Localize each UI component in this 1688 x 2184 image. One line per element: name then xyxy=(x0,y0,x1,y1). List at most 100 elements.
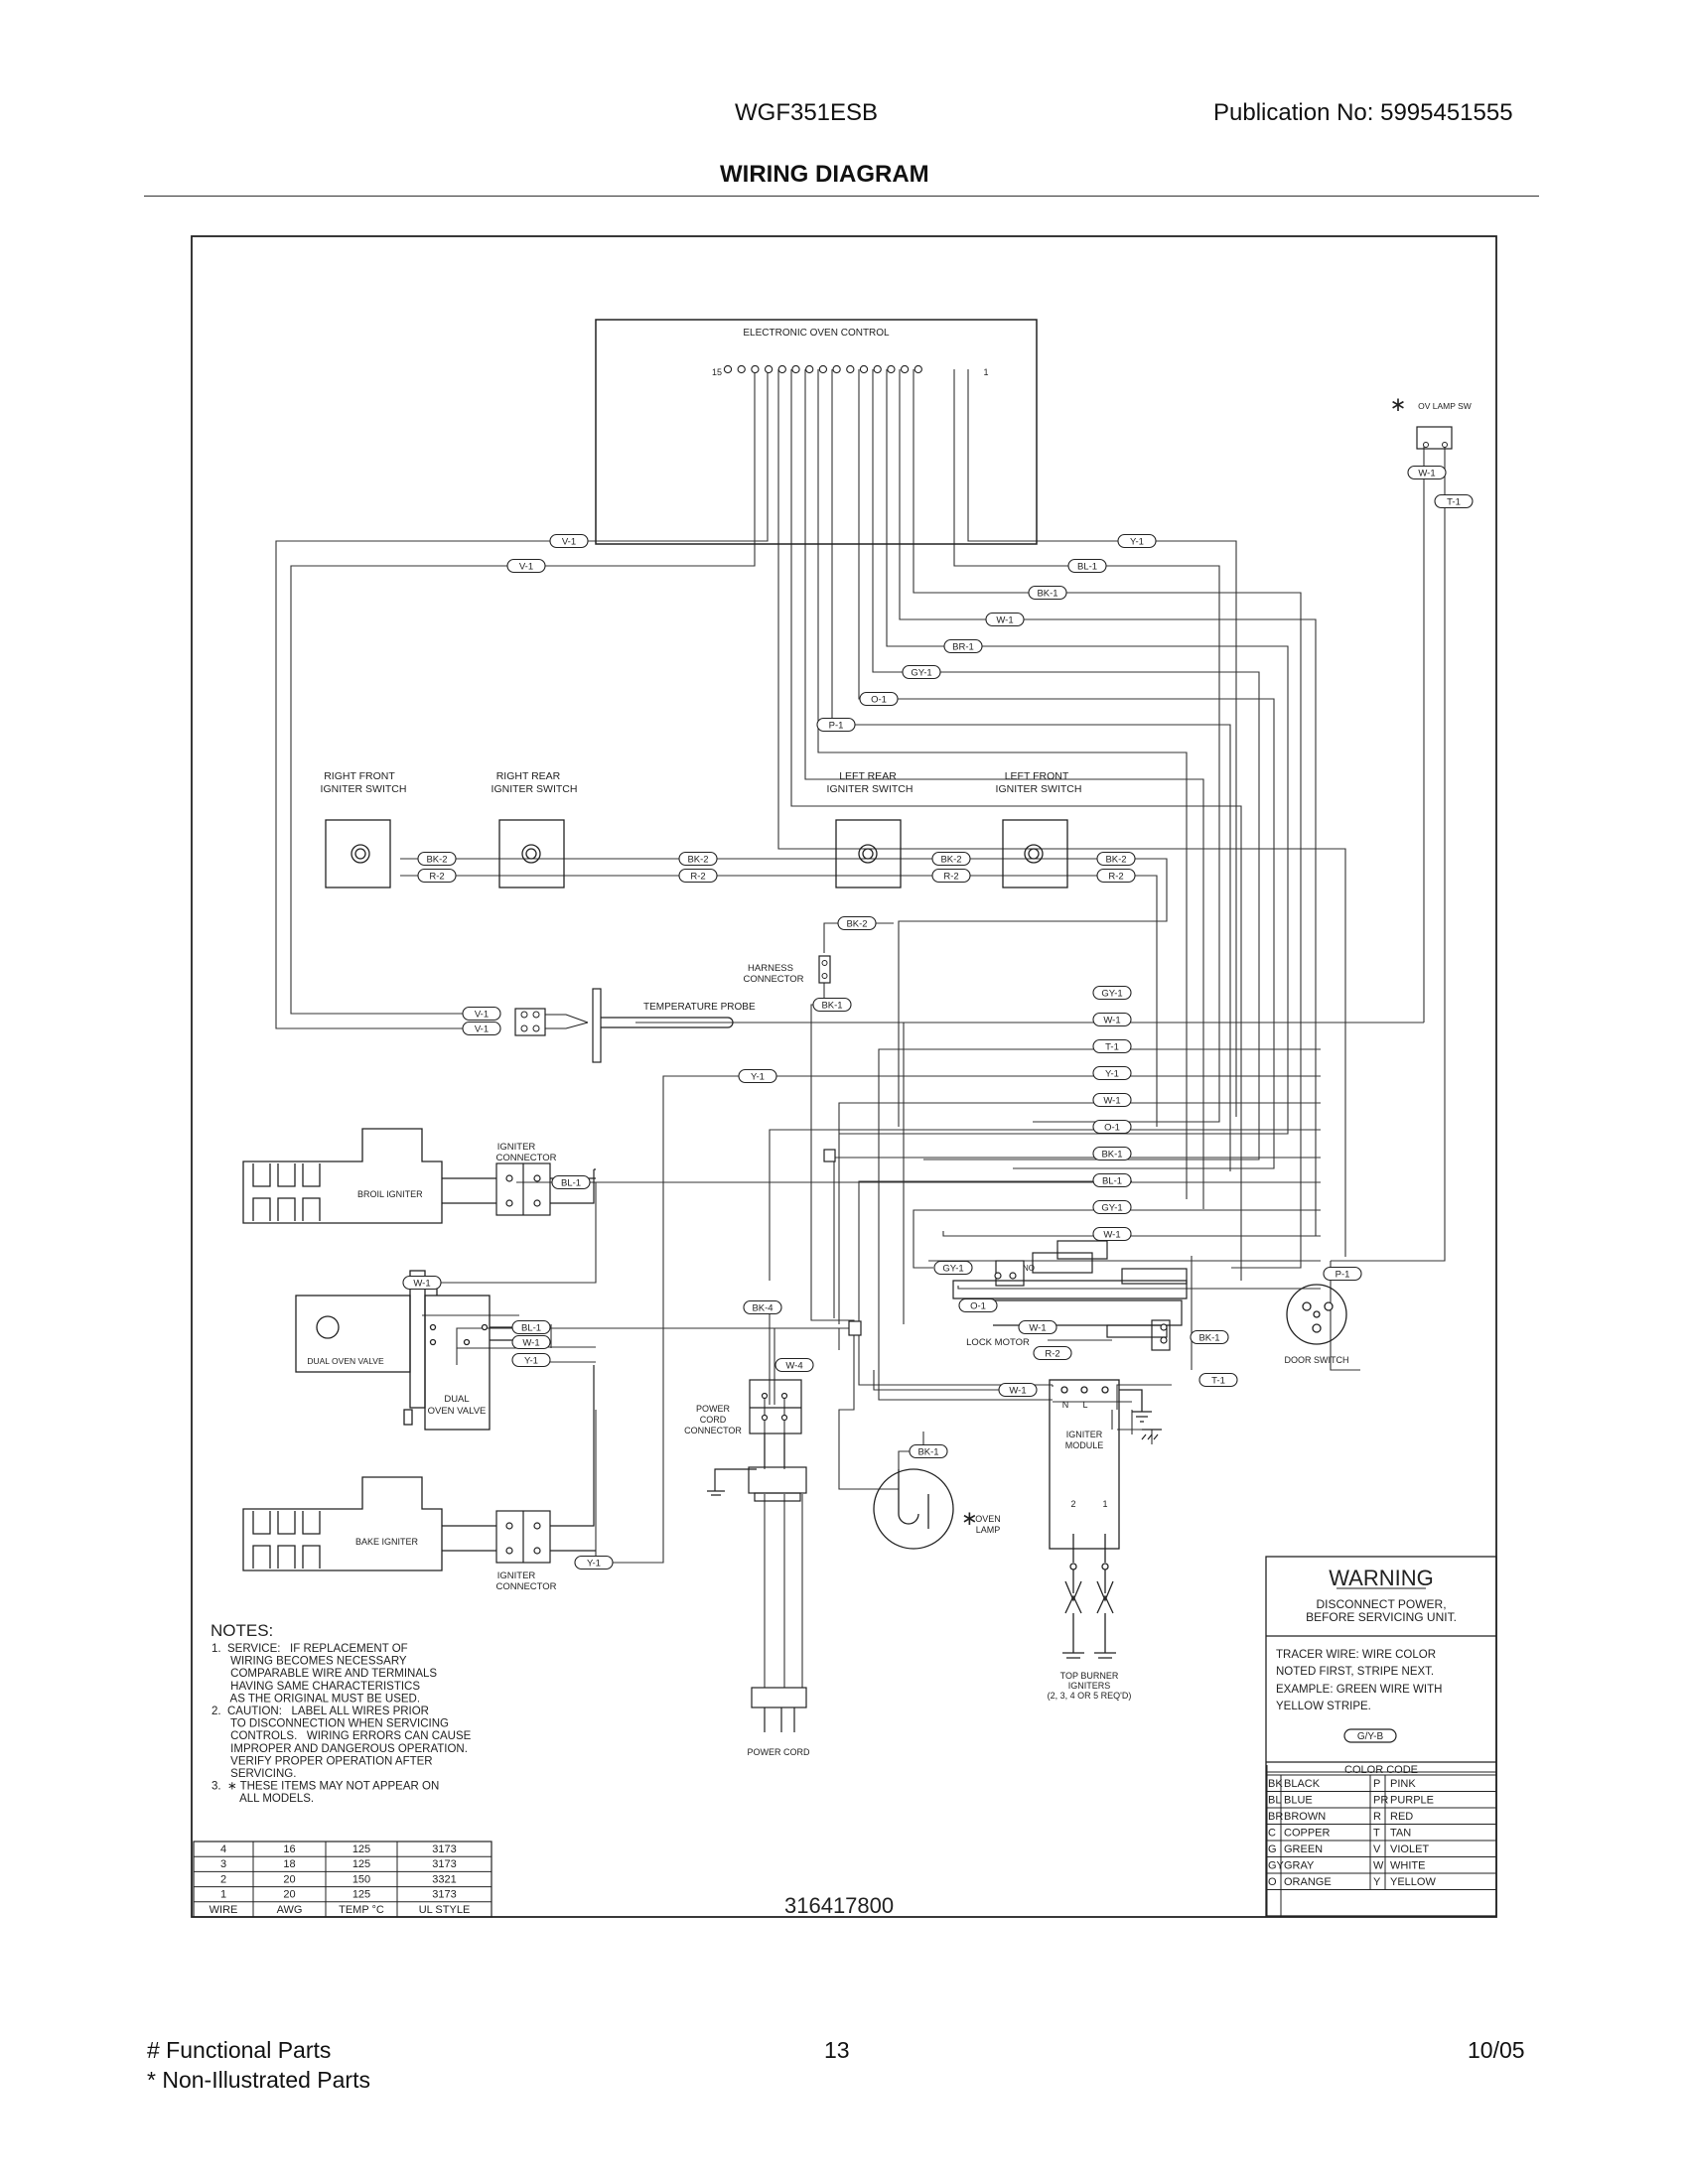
igniter-conn-label-3: IGNITER xyxy=(497,1570,536,1581)
wire-tag-label: P-1 xyxy=(1336,1270,1350,1281)
eoc-terminal xyxy=(832,364,841,374)
wire-tag: V-1 xyxy=(462,1006,501,1022)
note-line: AS THE ORIGINAL MUST BE USED. xyxy=(211,1693,420,1705)
tracer-line-2: NOTED FIRST, STRIPE NEXT. xyxy=(1276,1666,1434,1678)
wire-tag: BL-1 xyxy=(551,1174,591,1190)
door-switch-label: DOOR SWITCH xyxy=(1285,1355,1349,1365)
notes-block: NOTES: 1. SERVICE: IF REPLACEMENT OF WIR… xyxy=(211,1621,472,1805)
color-code-cell: W xyxy=(1373,1860,1384,1872)
color-code-cell: TAN xyxy=(1390,1828,1411,1840)
wire-table-cell: 20 xyxy=(283,1873,295,1885)
wire-table-header: WIRE xyxy=(210,1904,238,1916)
wire-table-cell: 18 xyxy=(283,1858,295,1870)
part-number: 316417800 xyxy=(784,1893,894,1918)
note-line: HAVING SAME CHARACTERISTICS xyxy=(211,1681,420,1693)
wire-tag: Y-1 xyxy=(511,1352,551,1368)
wire-tag: BK-1 xyxy=(1028,585,1067,601)
wire-tag-label: W-1 xyxy=(1103,1016,1120,1026)
dual-oven-valve-label: DUAL OVEN VALVE xyxy=(307,1356,384,1366)
wire-tag: R-2 xyxy=(678,868,718,884)
diagram-frame xyxy=(191,235,1497,1918)
model-number: WGF351ESB xyxy=(735,99,879,126)
wire-tag: V-1 xyxy=(462,1021,501,1036)
igniter-module xyxy=(1049,1379,1152,1659)
lock-motor-label: LOCK MOTOR xyxy=(966,1337,1030,1348)
ground-symbols xyxy=(1141,1429,1162,1440)
wire-tag-label: Y-1 xyxy=(1130,537,1144,548)
wire-tag: BK-1 xyxy=(1190,1329,1229,1345)
power-cord-conn-label-3: CONNECTOR xyxy=(684,1426,742,1435)
wire-tag-label: V-1 xyxy=(475,1010,489,1021)
eoc-terminal xyxy=(805,364,814,374)
wire-tag-label: W-1 xyxy=(996,615,1013,626)
wire-tag: V-1 xyxy=(506,558,546,574)
wire-tag: BK-2 xyxy=(678,851,718,867)
eoc-terminal xyxy=(887,364,896,374)
module-l: L xyxy=(1082,1400,1087,1410)
eoc-terminal xyxy=(764,364,774,374)
igniter-switches xyxy=(325,819,1068,888)
star-mark: ∗ xyxy=(1390,394,1407,416)
color-code-cell: GRAY xyxy=(1284,1860,1315,1872)
wire-tag: BK-2 xyxy=(1096,851,1136,867)
wire-tag: W-1 xyxy=(402,1275,442,1291)
note-line: 2. CAUTION: LABEL ALL WIRES PRIOR xyxy=(211,1706,429,1717)
wire-table-header: AWG xyxy=(277,1904,303,1916)
wire-tag-label: BL-1 xyxy=(561,1178,581,1189)
wire-tag-label: BL-1 xyxy=(1102,1176,1122,1187)
color-code-cell: O xyxy=(1268,1876,1277,1888)
wire-tag-label: Y-1 xyxy=(524,1356,538,1367)
color-code-cell: BL xyxy=(1268,1795,1281,1807)
wire-tag-label: BK-2 xyxy=(940,855,961,866)
note-line: 3. ∗ THESE ITEMS MAY NOT APPEAR ON xyxy=(211,1781,439,1793)
wire-tag: T-1 xyxy=(1434,493,1474,509)
eoc-terminal xyxy=(777,364,786,374)
notes-title: NOTES: xyxy=(211,1621,273,1640)
top-burner-label-3: (2, 3, 4 OR 5 REQ'D) xyxy=(1048,1691,1132,1701)
wire-tag-label: BK-1 xyxy=(1101,1150,1122,1160)
wire-tags: V-1V-1Y-1BL-1BK-1W-1BR-1GY-1O-1P-1W-1T-1… xyxy=(402,465,1474,1570)
wire-tag: R-2 xyxy=(1033,1345,1072,1361)
wire-tag-label: W-1 xyxy=(1418,469,1435,479)
header-rule xyxy=(144,196,1539,197)
page-number: 13 xyxy=(824,2037,850,2063)
wire-tag: O-1 xyxy=(958,1297,998,1313)
wire-tag: W-1 xyxy=(1092,1226,1132,1242)
wire-tag-label: W-1 xyxy=(413,1279,430,1290)
wire-tag: R-2 xyxy=(1096,868,1136,884)
wire-tag: GY-1 xyxy=(1092,985,1132,1001)
eoc-terminal xyxy=(791,364,800,374)
eoc-terminal xyxy=(846,364,855,374)
eoc-pin-1: 1 xyxy=(983,367,988,377)
harness-label-2: CONNECTOR xyxy=(743,974,803,985)
wire-tag: T-1 xyxy=(1092,1038,1132,1054)
wire-tag-label: Y-1 xyxy=(1105,1069,1119,1080)
color-code-cell: Y xyxy=(1373,1876,1381,1888)
wire-table-cell: 2 xyxy=(220,1873,226,1885)
dual-oven-valve-label-3: OVEN VALVE xyxy=(428,1406,487,1417)
eoc-terminal xyxy=(900,364,910,374)
wire-tag-label: Y-1 xyxy=(751,1072,765,1083)
wire-tag-label: BK-1 xyxy=(917,1447,938,1458)
wire-tag: O-1 xyxy=(1092,1119,1132,1135)
wire-tag-label: BK-2 xyxy=(426,855,447,866)
harness-label-1: HARNESS xyxy=(748,963,793,974)
wire-tag: BK-2 xyxy=(417,851,457,867)
color-code-cell: BR xyxy=(1268,1811,1283,1823)
wire-tag-label: W-4 xyxy=(785,1361,802,1372)
wire-tag: T-1 xyxy=(1198,1372,1238,1388)
color-code-cell: G xyxy=(1268,1843,1277,1855)
electronic-oven-control: ELECTRONIC OVEN CONTROL 15 1 xyxy=(595,319,1038,545)
wire-tag: W-1 xyxy=(998,1382,1038,1398)
wire-tag-label: V-1 xyxy=(562,537,576,548)
note-line: VERIFY PROPER OPERATION AFTER xyxy=(211,1755,433,1767)
wire-lines xyxy=(275,369,1446,1688)
wire-tag-label: W-1 xyxy=(1009,1386,1026,1397)
color-code-cell: BLUE xyxy=(1284,1795,1313,1807)
wire-tag-label: O-1 xyxy=(970,1301,986,1312)
warning-line-1: DISCONNECT POWER, xyxy=(1316,1597,1446,1611)
wire-tag: BR-1 xyxy=(943,638,983,654)
wire-table-cell: 1 xyxy=(220,1889,226,1901)
wire-tag-label: GY-1 xyxy=(942,1264,963,1275)
power-cord-conn-label-1: POWER xyxy=(696,1404,731,1414)
